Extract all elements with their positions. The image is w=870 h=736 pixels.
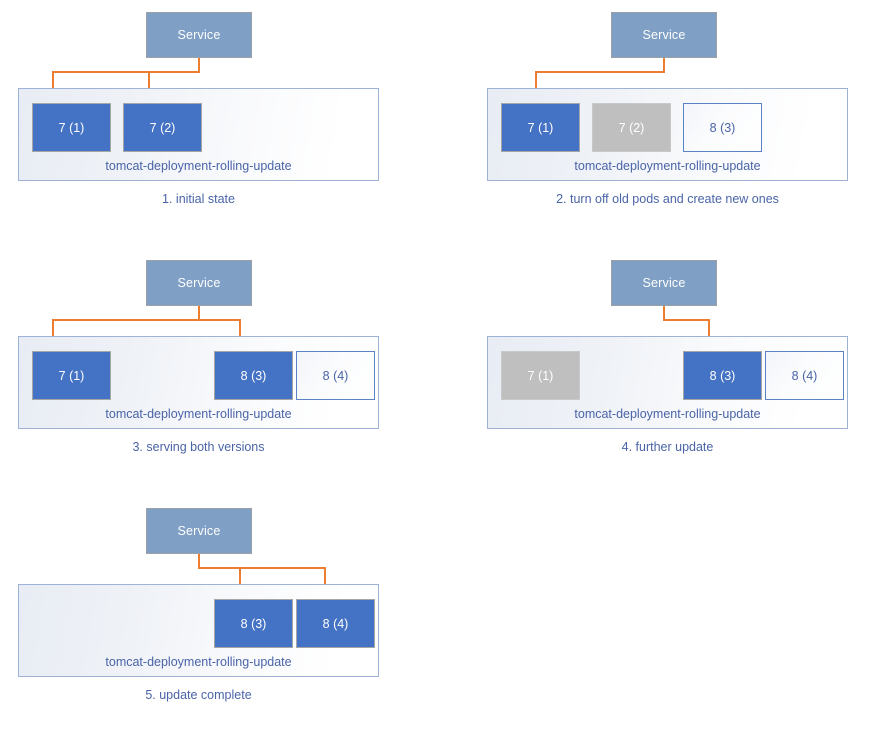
panel-initial-state: Service 7 (1) 7 (2) tomcat-deployment-ro…	[0, 0, 435, 240]
panel-caption: 5. update complete	[145, 688, 252, 702]
deployment-container: 7 (1) 8 (3) 8 (4) tomcat-deployment-roll…	[487, 336, 848, 429]
pod-box[interactable]: 7 (1)	[32, 351, 111, 400]
service-box[interactable]: Service	[146, 260, 252, 306]
panel-turn-off-old-pods: Service 7 (1) 7 (2) 8 (3) tomcat-deploym…	[435, 0, 870, 240]
panel-caption: 3. serving both versions	[132, 440, 265, 454]
deployment-label: tomcat-deployment-rolling-update	[105, 159, 292, 173]
service-box[interactable]: Service	[611, 12, 717, 58]
deployment-container: 7 (1) 7 (2) tomcat-deployment-rolling-up…	[18, 88, 379, 181]
pod-box[interactable]: 7 (1)	[32, 103, 111, 152]
deployment-label: tomcat-deployment-rolling-update	[574, 407, 761, 421]
panel-caption: 2. turn off old pods and create new ones	[556, 192, 779, 206]
pod-box[interactable]: 8 (3)	[683, 351, 762, 400]
pod-box[interactable]: 7 (1)	[501, 103, 580, 152]
panel-caption: 4. further update	[621, 440, 714, 454]
service-box[interactable]: Service	[146, 508, 252, 554]
pod-box[interactable]: 7 (2)	[592, 103, 671, 152]
deployment-label: tomcat-deployment-rolling-update	[574, 159, 761, 173]
pod-box[interactable]: 7 (1)	[501, 351, 580, 400]
pod-box[interactable]: 8 (3)	[214, 599, 293, 648]
pod-box[interactable]: 8 (3)	[683, 103, 762, 152]
pod-box[interactable]: 8 (3)	[214, 351, 293, 400]
deployment-container: 7 (1) 8 (3) 8 (4) tomcat-deployment-roll…	[18, 336, 379, 429]
pod-box[interactable]: 8 (4)	[765, 351, 844, 400]
deployment-container: 8 (3) 8 (4) tomcat-deployment-rolling-up…	[18, 584, 379, 677]
deployment-label: tomcat-deployment-rolling-update	[105, 655, 292, 669]
service-box[interactable]: Service	[611, 260, 717, 306]
deployment-label: tomcat-deployment-rolling-update	[105, 407, 292, 421]
pod-box[interactable]: 7 (2)	[123, 103, 202, 152]
panel-serving-both-versions: Service 7 (1) 8 (3) 8 (4) tomcat-deploym…	[0, 248, 435, 488]
deployment-container: 7 (1) 7 (2) 8 (3) tomcat-deployment-roll…	[487, 88, 848, 181]
pod-box[interactable]: 8 (4)	[296, 351, 375, 400]
service-box[interactable]: Service	[146, 12, 252, 58]
panel-further-update: Service 7 (1) 8 (3) 8 (4) tomcat-deploym…	[435, 248, 870, 488]
panel-update-complete: Service 8 (3) 8 (4) tomcat-deployment-ro…	[0, 496, 435, 736]
pod-box[interactable]: 8 (4)	[296, 599, 375, 648]
panel-caption: 1. initial state	[162, 192, 235, 206]
